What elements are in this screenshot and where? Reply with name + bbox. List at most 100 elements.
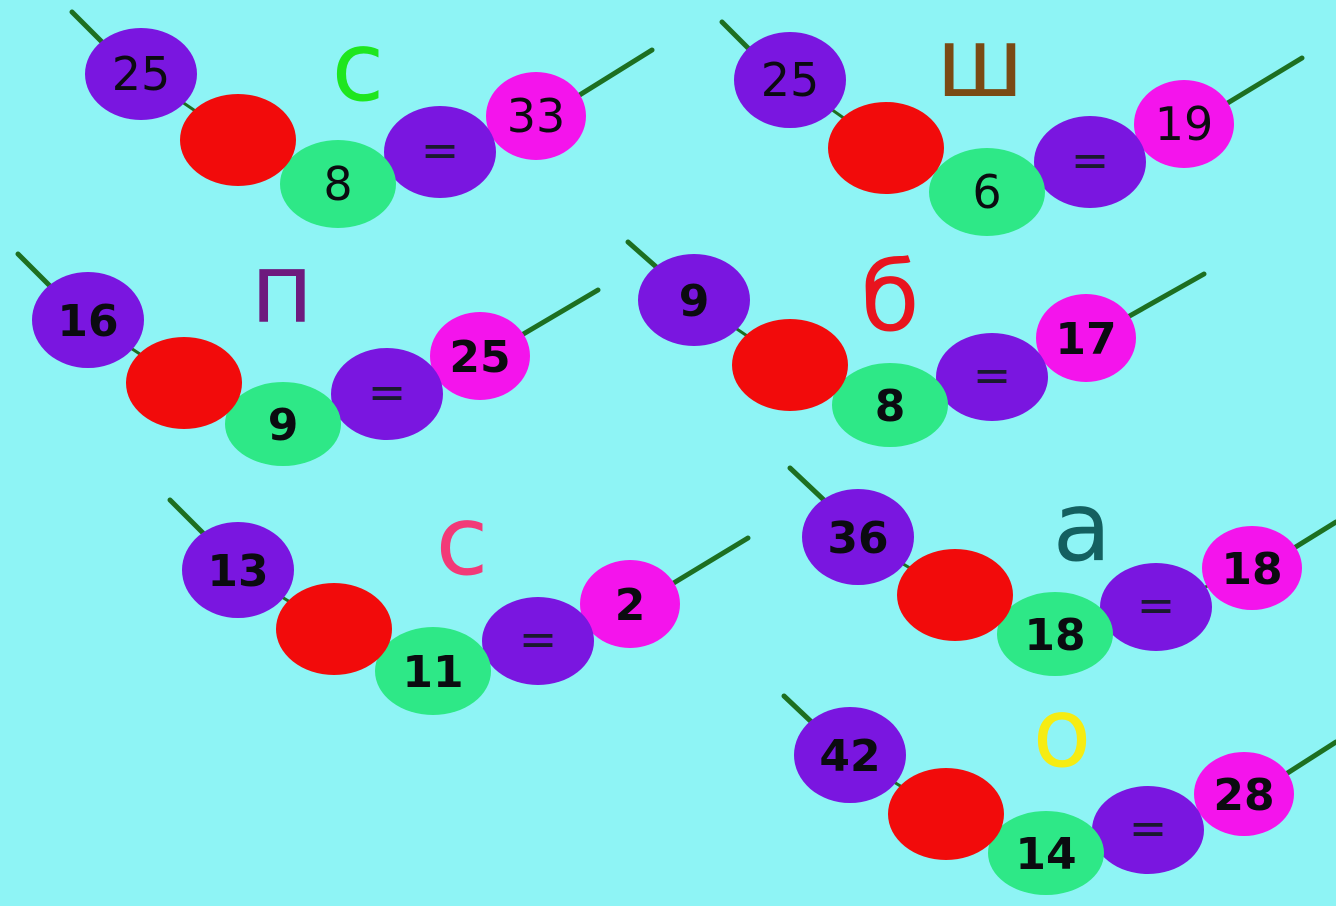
answer-letter: б [860, 241, 919, 353]
equals-bead-shape [1100, 563, 1212, 651]
blank-bead[interactable] [897, 549, 1013, 641]
right-stem [1283, 739, 1336, 777]
blank-bead[interactable] [828, 102, 944, 194]
bead-chain-puzzle: 25= 9 16 п [15, 233, 601, 466]
subtrahend-bead: 6 [929, 148, 1045, 236]
result-number: 18 [1221, 544, 1282, 595]
equals-bead: = [936, 333, 1048, 421]
minuend-bead-shape [32, 272, 144, 368]
result-bead-shape [1134, 80, 1234, 168]
minuend-bead: 9 [638, 254, 750, 346]
minuend-number: 9 [679, 276, 710, 327]
answer-letter: п [251, 233, 314, 345]
left-stem [167, 497, 209, 539]
equals-bead-shape [1034, 116, 1146, 208]
equals-bead-shape [482, 597, 594, 685]
result-number: 28 [1213, 770, 1274, 821]
minuend-bead: 25 [734, 32, 846, 128]
left-stem [787, 465, 829, 505]
minuend-number: 42 [819, 731, 880, 782]
result-bead-shape [1036, 294, 1136, 382]
blank-bead[interactable] [180, 94, 296, 186]
minuend-number: 25 [112, 47, 171, 101]
subtrahend-number: 8 [323, 157, 352, 211]
equals-sign: = [519, 612, 558, 666]
minuend-bead-shape [794, 707, 906, 803]
minuend-number: 36 [827, 513, 888, 564]
result-bead-shape [486, 72, 586, 160]
result-number: 2 [615, 580, 646, 631]
result-bead: 2 [580, 560, 680, 648]
subtrahend-number: 9 [268, 400, 299, 451]
equals-bead-shape [384, 106, 496, 198]
result-bead-shape [1202, 526, 1302, 610]
subtrahend-bead: 9 [225, 382, 341, 466]
subtrahend-bead: 14 [988, 811, 1104, 895]
subtrahend-bead-shape [225, 382, 341, 466]
blank-bead-shape [897, 549, 1013, 641]
equals-bead: = [331, 348, 443, 440]
right-stem [1123, 271, 1207, 321]
subtrahend-bead: 8 [280, 140, 396, 228]
minuend-bead-shape [85, 28, 197, 120]
blank-bead-shape [126, 337, 242, 429]
answer-letter: а [1053, 471, 1112, 583]
minuend-bead-shape [734, 32, 846, 128]
blank-bead-shape [276, 583, 392, 675]
equals-bead-shape [1092, 786, 1204, 874]
result-bead: 33 [486, 72, 586, 160]
subtrahend-bead-shape [375, 627, 491, 715]
right-stem [517, 287, 601, 339]
equals-bead-shape [331, 348, 443, 440]
blank-bead-shape [828, 102, 944, 194]
equals-bead: = [1100, 563, 1212, 651]
result-number: 19 [1155, 97, 1214, 151]
equals-bead: = [1034, 116, 1146, 208]
equals-sign: = [421, 123, 460, 177]
subtrahend-bead-shape [988, 811, 1104, 895]
minuend-bead-shape [638, 254, 750, 346]
answer-letter: с [332, 11, 385, 123]
right-stem [575, 47, 655, 99]
minuend-bead-shape [802, 489, 914, 585]
result-bead: 28 [1194, 752, 1294, 836]
result-number: 25 [449, 332, 510, 383]
bead-chain-puzzle: 33 = 8 25 с [69, 9, 655, 228]
equals-bead: = [1092, 786, 1204, 874]
equals-sign: = [1129, 801, 1168, 855]
blank-bead-shape [888, 768, 1004, 860]
blank-bead[interactable] [732, 319, 848, 411]
minuend-bead: 16 [32, 272, 144, 368]
minuend-number: 13 [207, 546, 268, 597]
result-number: 17 [1055, 314, 1116, 365]
minuend-bead: 42 [794, 707, 906, 803]
result-bead: 19 [1134, 80, 1234, 168]
minuend-bead: 36 [802, 489, 914, 585]
right-stem [669, 535, 751, 587]
subtrahend-bead-shape [832, 363, 948, 447]
subtrahend-bead: 8 [832, 363, 948, 447]
result-bead-shape [430, 312, 530, 400]
blank-bead[interactable] [126, 337, 242, 429]
subtrahend-number: 6 [972, 165, 1001, 219]
equals-sign: = [1071, 133, 1110, 187]
blank-bead[interactable] [276, 583, 392, 675]
equals-sign: = [973, 348, 1012, 402]
result-bead: 25 [430, 312, 530, 400]
right-stem [1291, 519, 1336, 551]
equals-sign: = [1137, 578, 1176, 632]
minuend-bead: 25 [85, 28, 197, 120]
right-stem [1223, 55, 1305, 107]
subtrahend-number: 11 [402, 647, 463, 698]
bead-chain-puzzle: 28 = 14 42 о [781, 677, 1336, 895]
minuend-bead: 13 [182, 522, 294, 618]
answer-letter: о [1033, 677, 1092, 789]
equals-bead-shape [936, 333, 1048, 421]
subtrahend-bead: 18 [997, 592, 1113, 676]
bead-chain-puzzle: 17 = 8 9 б [625, 239, 1207, 447]
result-bead-shape [580, 560, 680, 648]
blank-bead-shape [180, 94, 296, 186]
blank-bead[interactable] [888, 768, 1004, 860]
